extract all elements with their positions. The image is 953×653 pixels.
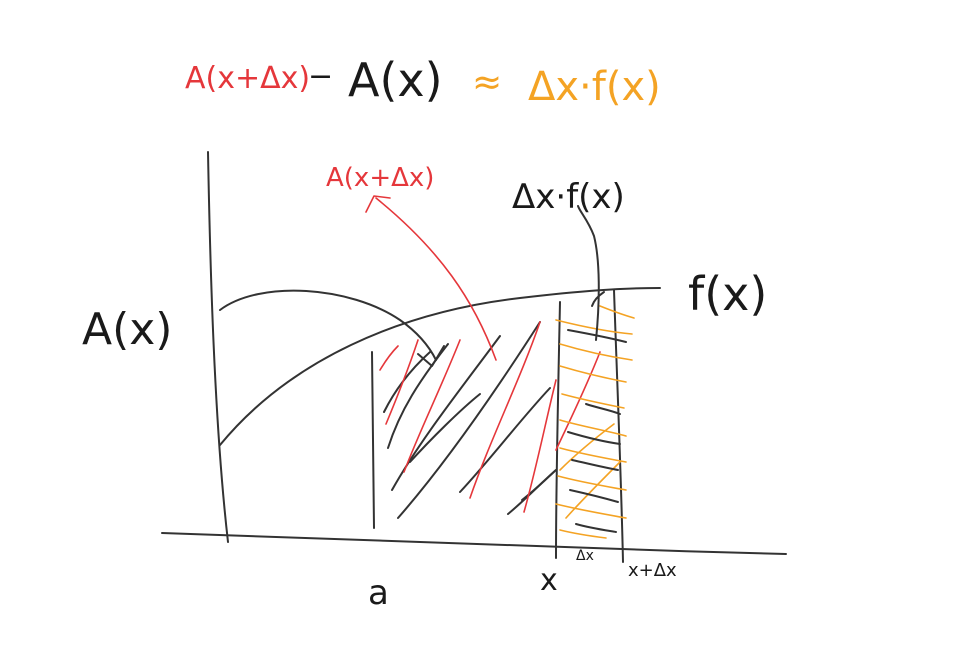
arrow-shaded	[375, 197, 497, 361]
equation-minus: −	[308, 59, 333, 94]
arrow-strip	[577, 205, 600, 341]
label-area-shaded: A(x+Δx)	[326, 163, 434, 193]
x-axis	[161, 532, 787, 555]
equation: A(x+Δx) − A(x) ≈ Δx·f(x)	[185, 53, 661, 110]
arrow-area-left	[219, 289, 437, 361]
equation-term: A(x)	[348, 53, 443, 107]
arrow-shaded-head	[365, 195, 391, 213]
f-curve	[219, 287, 661, 446]
strip-hatching-black	[567, 291, 627, 533]
area-hatching-red	[379, 321, 601, 513]
a-boundary-line	[371, 351, 375, 529]
label-area-left: A(x)	[82, 304, 172, 355]
x-plus-dx-boundary-line	[613, 289, 624, 563]
equation-approx: ≈	[472, 62, 502, 103]
x-boundary-line	[555, 301, 561, 559]
equation-rhs: Δx·f(x)	[528, 64, 661, 110]
label-a: a	[368, 573, 389, 613]
label-strip: Δx·f(x)	[512, 177, 625, 217]
equation-lhs: A(x+Δx)	[185, 61, 310, 96]
y-axis	[207, 151, 229, 543]
label-x-plus-dx: x+Δx	[628, 560, 677, 581]
label-x: x	[540, 563, 558, 598]
arrow-area-left-head	[417, 345, 445, 367]
strip-hatching-orange	[555, 305, 635, 539]
label-curve: f(x)	[688, 267, 767, 321]
area-hatching-black	[383, 321, 557, 519]
label-dx: Δx	[576, 548, 594, 564]
